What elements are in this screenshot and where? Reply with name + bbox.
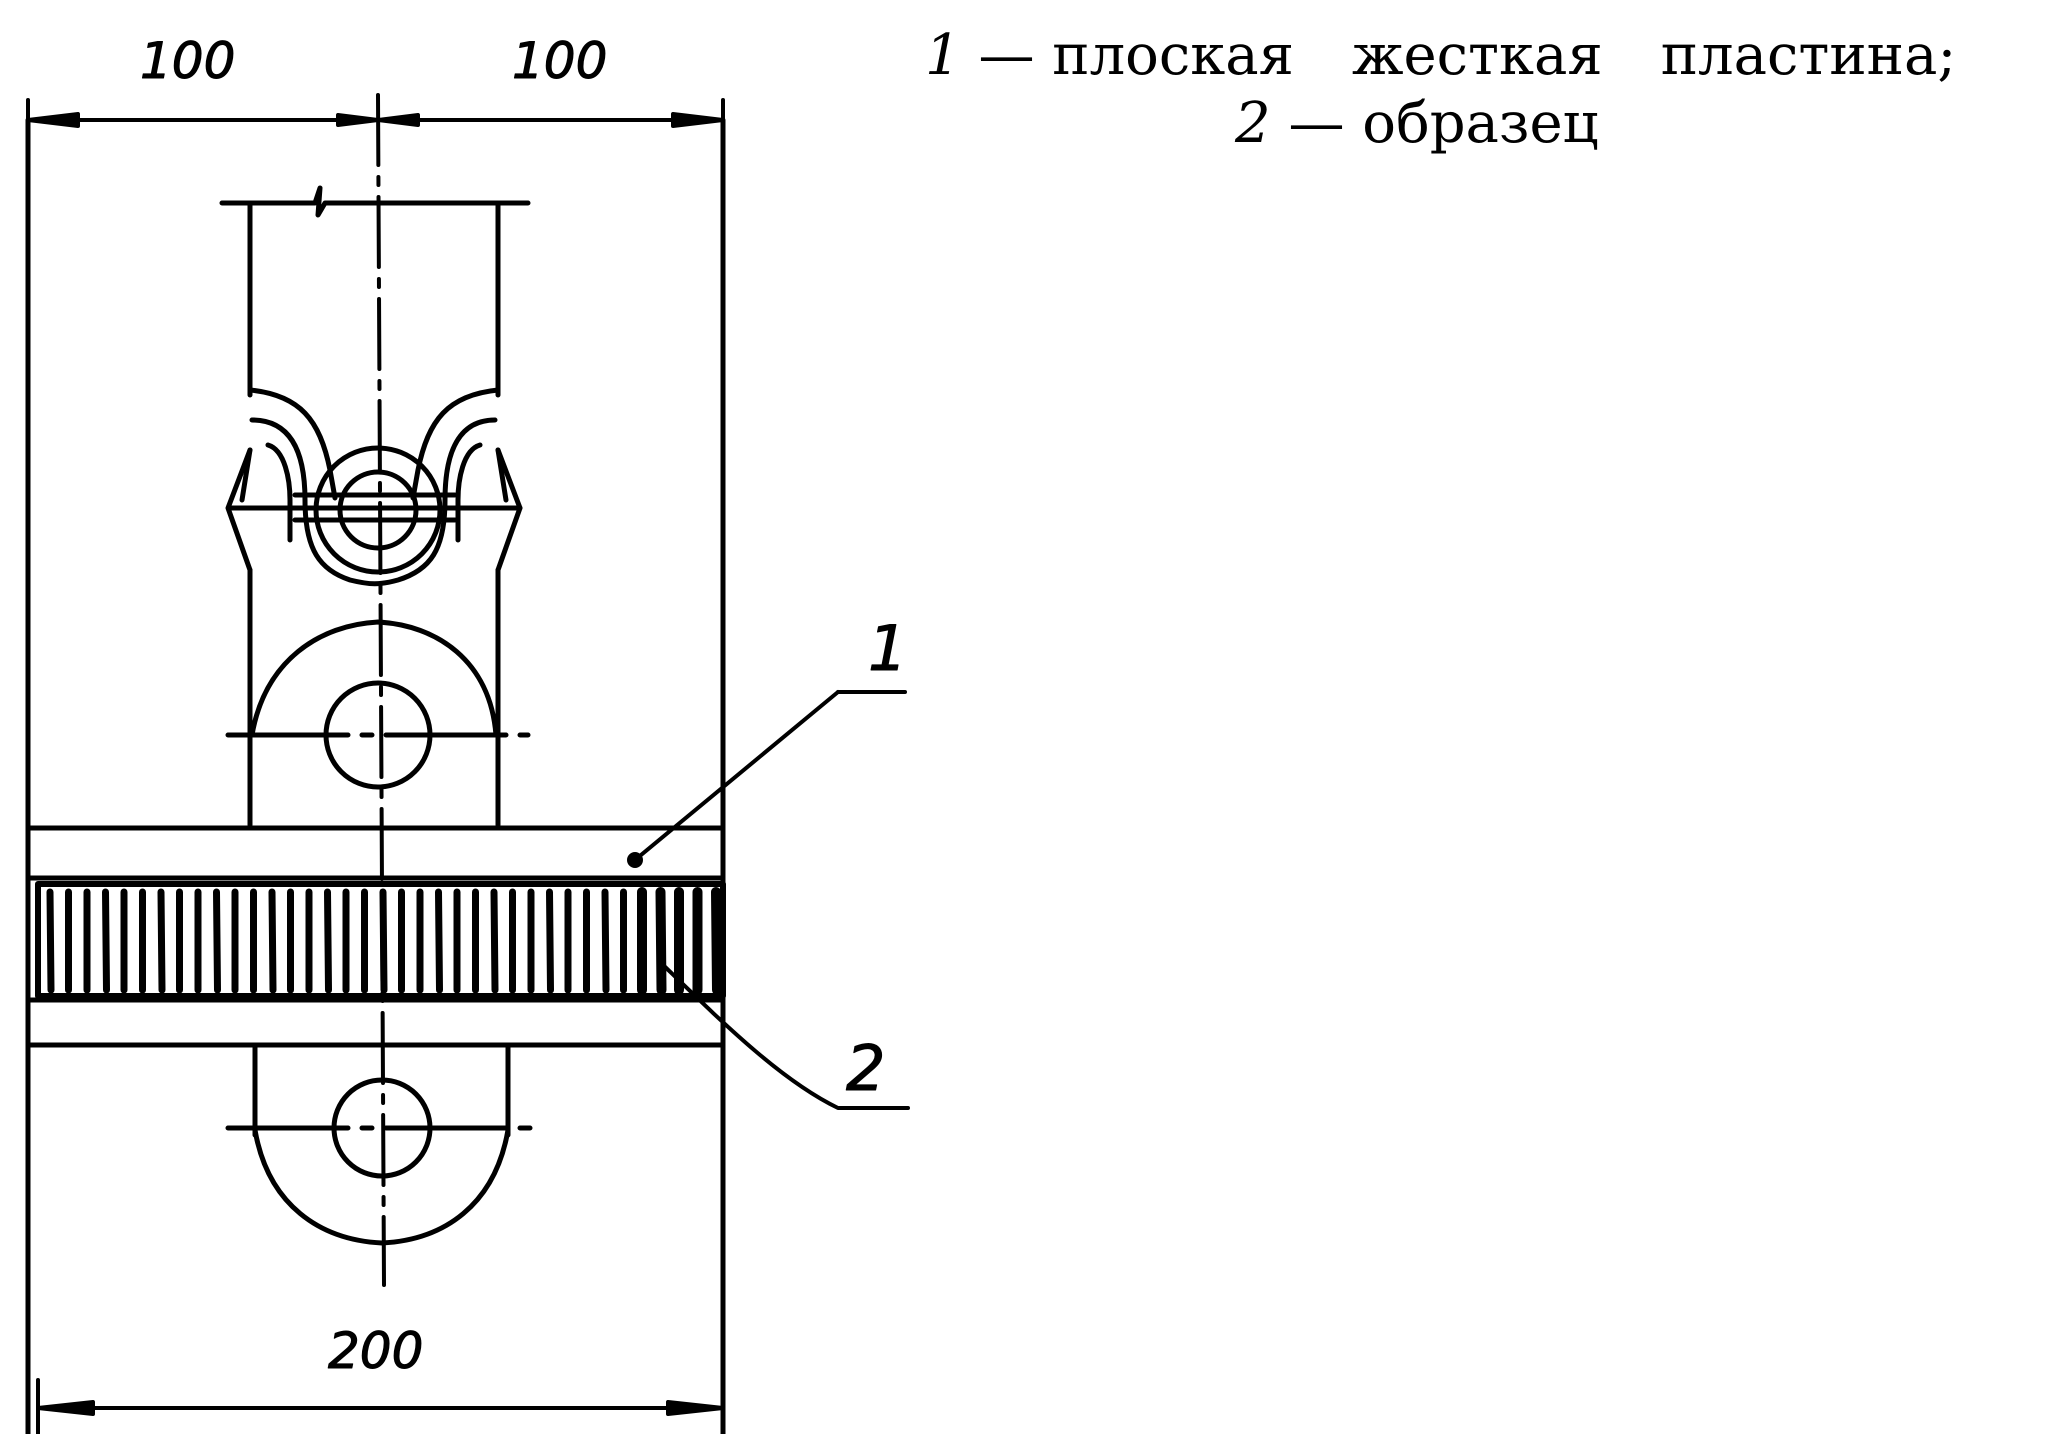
dimension-left-100: 100	[140, 32, 235, 90]
callout-label-2: 2	[846, 1032, 885, 1105]
lower-frame	[25, 1042, 726, 1434]
specimen-rib	[102, 888, 110, 994]
legend-item-1-dash: —	[978, 23, 1035, 88]
specimen-ribs	[46, 887, 722, 995]
legend-item-2-dash: —	[1288, 91, 1345, 156]
specimen-rib	[711, 887, 722, 995]
legend-item-1-word1: плоская	[1052, 23, 1294, 88]
upper-frame	[25, 117, 726, 831]
specimen-rib	[546, 888, 554, 994]
specimen-rib	[601, 888, 610, 994]
top-dimension	[26, 98, 725, 170]
dimension-right-100: 100	[512, 32, 607, 90]
specimen-rib	[157, 888, 166, 994]
legend-item-1-word3: пластина;	[1660, 23, 1957, 88]
legend-item-1-word2: жесткая	[1351, 23, 1603, 88]
plate-and-specimen	[25, 825, 726, 1048]
specimen-rib	[268, 888, 277, 994]
callout-leader-1	[627, 690, 907, 868]
legend-item-2: 2 — образец	[925, 90, 2045, 158]
upper-clamp	[219, 185, 531, 828]
lower-clamp	[225, 1042, 541, 1246]
legend-item-2-text: образец	[1362, 91, 1599, 156]
specimen-rib	[655, 887, 667, 995]
specimen-rib	[435, 888, 443, 994]
specimen-rib	[324, 888, 332, 994]
bottom-dimension	[36, 1378, 725, 1434]
legend-item-1-number: 1	[925, 23, 961, 88]
legend-item-2-number: 2	[1235, 91, 1271, 156]
specimen-rib	[490, 888, 499, 994]
specimen-rib	[379, 888, 388, 994]
legend: 1 — плоская жесткая пластина; 2 — образец	[925, 22, 2045, 158]
specimen-rib	[46, 888, 55, 994]
dimension-200: 200	[328, 1322, 423, 1380]
legend-item-1: 1 — плоская жесткая пластина;	[925, 22, 2045, 90]
vertical-centerline	[376, 93, 386, 1287]
callout-leader-2	[658, 960, 910, 1110]
callout-label-1: 1	[868, 612, 907, 685]
specimen-rib	[213, 888, 221, 994]
